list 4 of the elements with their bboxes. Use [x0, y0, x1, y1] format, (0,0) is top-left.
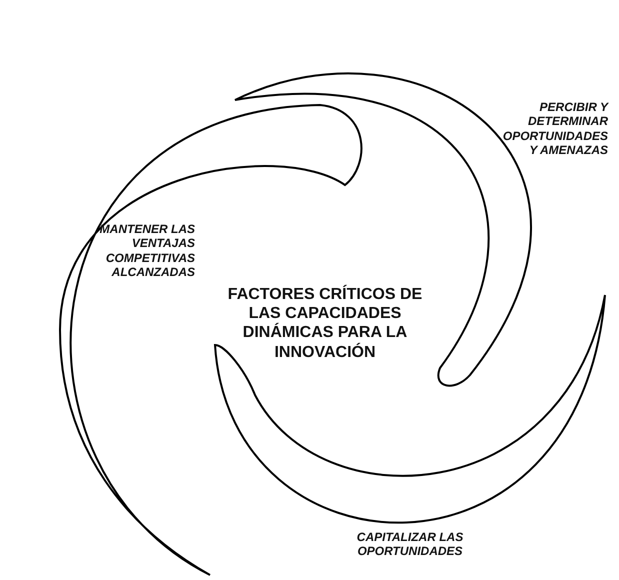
stage-label: MANTENER LAS VENTAJAS COMPETITIVAS ALCANZADAS	[98, 222, 195, 280]
center-title: FACTORES CRÍTICOS DE LAS CAPACIDADES DINÁMICAS PARA LA INNOVACIÓN	[226, 285, 424, 362]
stage-label: PERCIBIR Y DETERMINAR OPORTUNIDADES Y AMENAZAS	[502, 100, 608, 158]
stage-label: CAPITALIZAR LAS OPORTUNIDADES	[356, 530, 464, 559]
